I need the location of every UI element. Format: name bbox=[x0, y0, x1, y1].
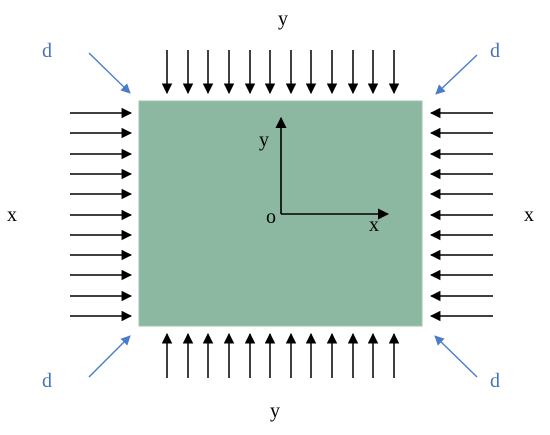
axis-x-label: x bbox=[369, 214, 379, 236]
bottom-y-label: y bbox=[270, 400, 280, 422]
d-label-top-right: d bbox=[490, 40, 500, 62]
diagonal-arrow-bottom-left bbox=[88, 335, 131, 378]
axis-y-label: y bbox=[259, 129, 269, 151]
diagonal-arrow-bottom-right bbox=[434, 335, 478, 378]
d-label-bottom-left: d bbox=[42, 370, 52, 392]
right-compression-arrows bbox=[429, 107, 493, 322]
d-label-bottom-right: d bbox=[490, 370, 500, 392]
coordinate-axes: y x o bbox=[259, 116, 390, 236]
left-compression-arrows bbox=[70, 107, 133, 322]
top-y-label: y bbox=[278, 8, 288, 30]
right-x-label: x bbox=[524, 204, 534, 226]
left-x-label: x bbox=[7, 204, 17, 226]
d-label-top-left: d bbox=[42, 40, 52, 62]
diagonal-arrow-top-left bbox=[88, 52, 131, 94]
top-compression-arrows bbox=[161, 50, 400, 95]
diagonal-arrow-top-right bbox=[435, 54, 478, 95]
bottom-compression-arrows bbox=[161, 332, 400, 378]
diagonal-load-arrows bbox=[88, 52, 478, 378]
origin-label: o bbox=[266, 206, 276, 228]
